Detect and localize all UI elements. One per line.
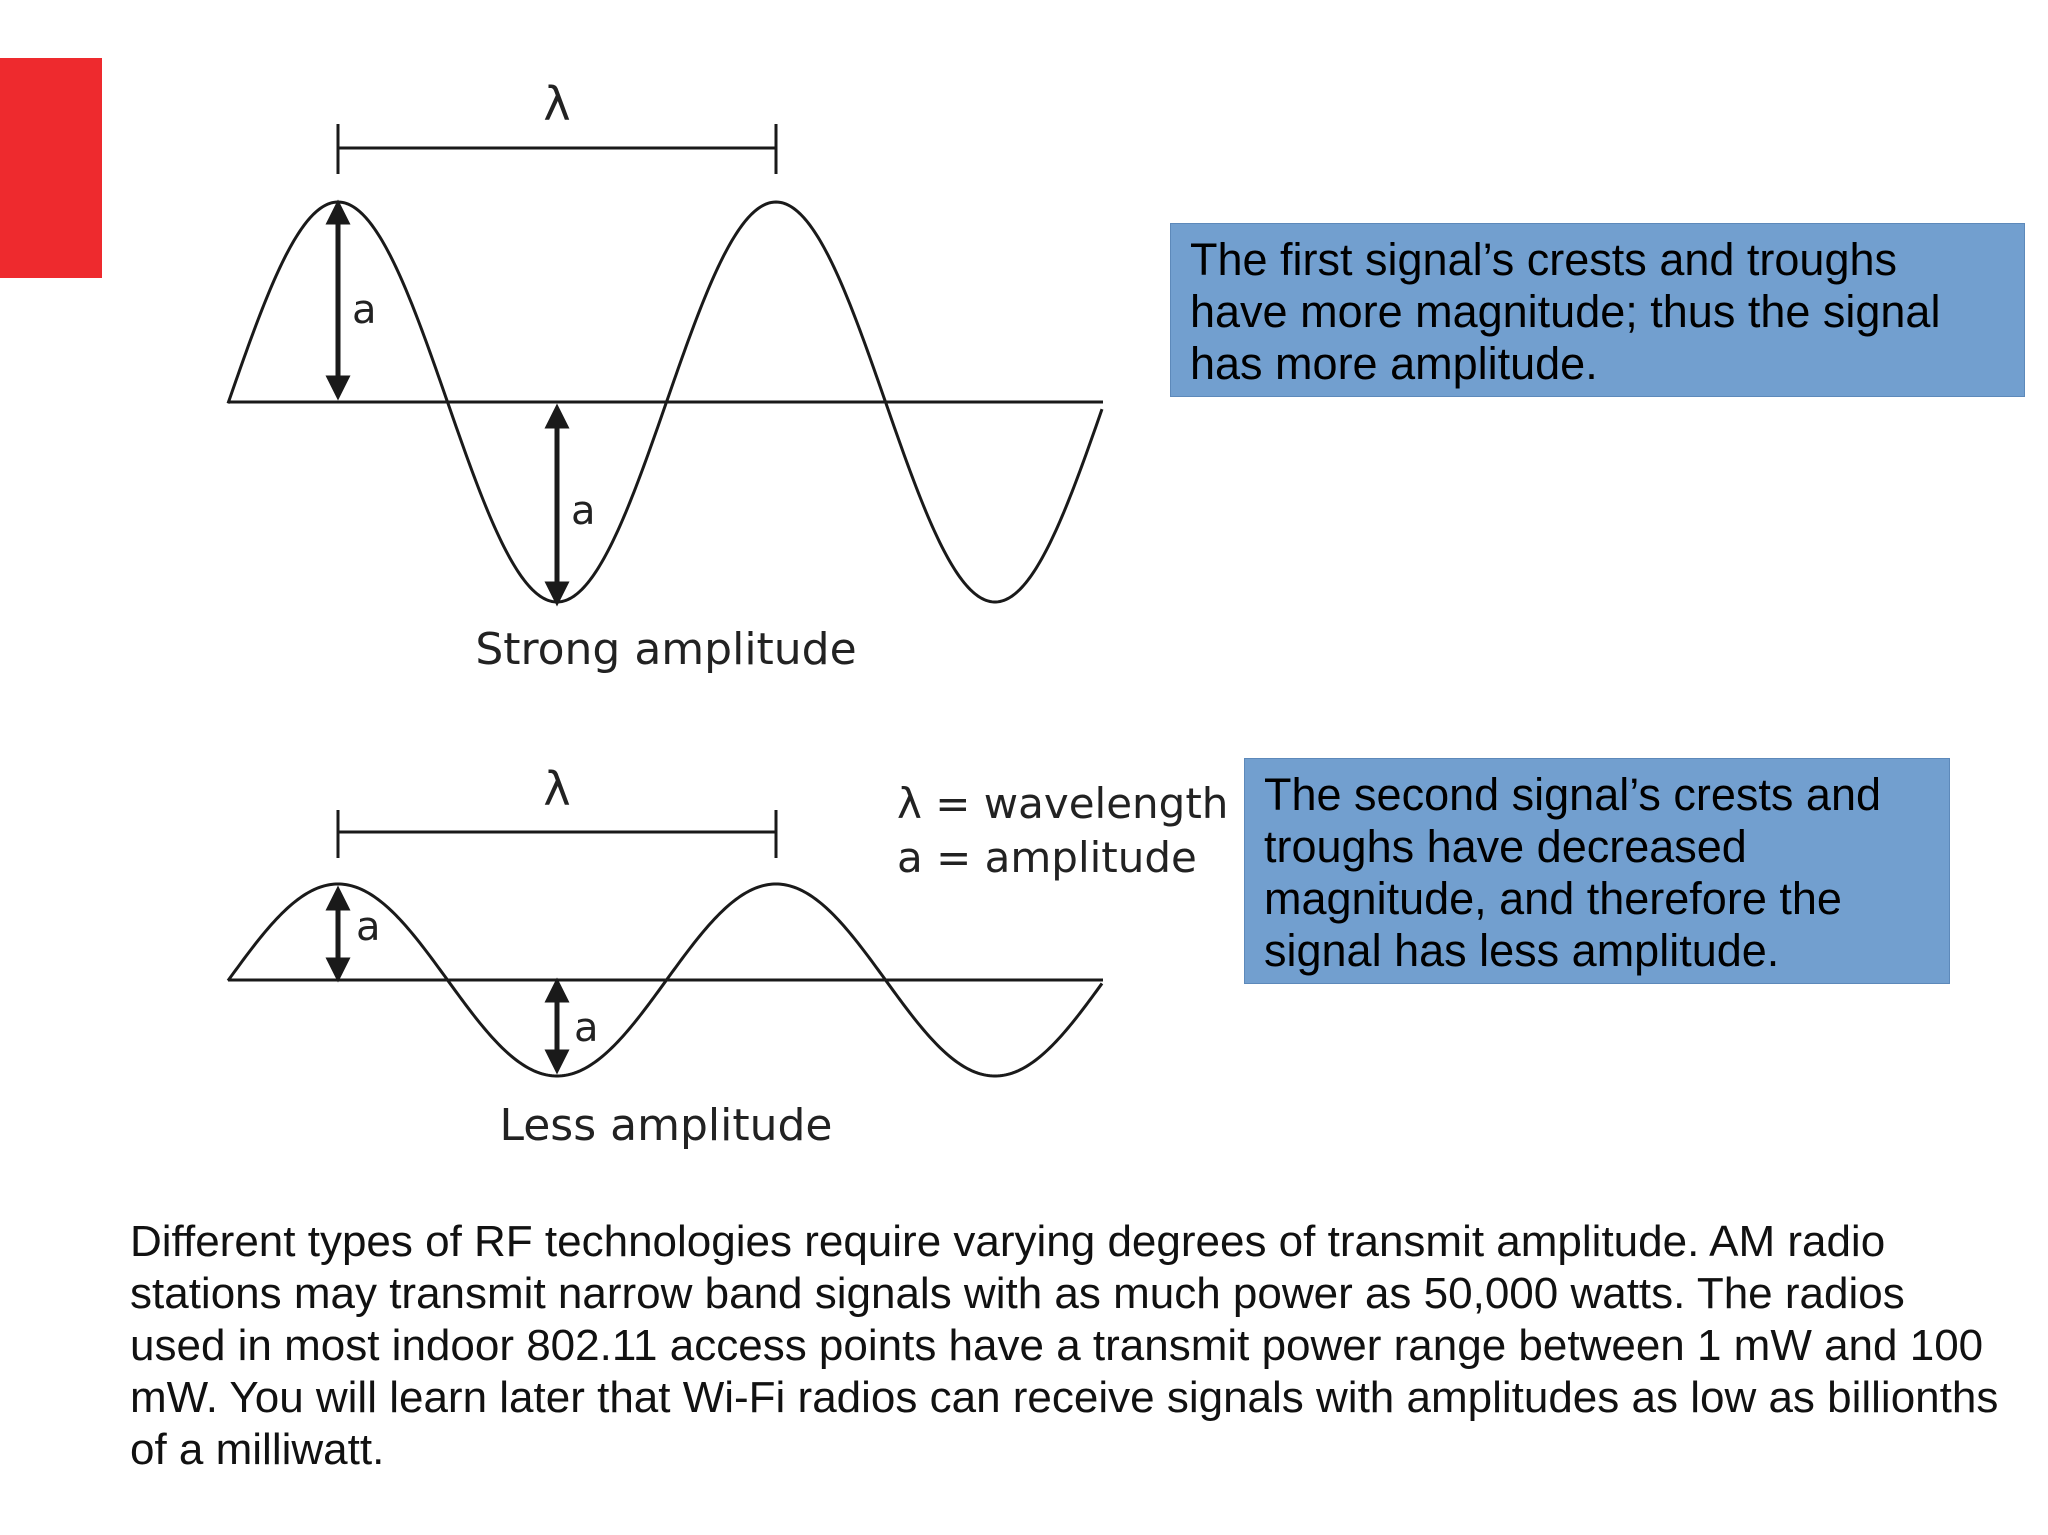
callout-first-signal-text: The first signal’s crests and troughs ha… (1190, 234, 1941, 389)
amplitude-label-crest-top: a (352, 287, 377, 333)
amplitude-label-trough-bottom: a (574, 1005, 599, 1051)
amplitude-label-trough-top: a (571, 488, 596, 534)
lambda-label-bottom: λ (543, 762, 570, 816)
callout-first-signal: The first signal’s crests and troughs ha… (1170, 223, 2025, 397)
less-amplitude-wave (226, 882, 1104, 1078)
diagram-legend: λ = wavelength a = amplitude (897, 779, 1228, 882)
lambda-label-top: λ (543, 77, 570, 131)
callout-second-signal: The second signal’s crests and troughs h… (1244, 758, 1950, 984)
legend-wavelength: λ = wavelength (897, 779, 1228, 828)
less-amplitude-wave-group: λ a a Less amplitude (226, 762, 1104, 1151)
less-amplitude-caption: Less amplitude (500, 1100, 833, 1151)
accent-bar (0, 58, 102, 278)
body-paragraph: Different types of RF technologies requi… (130, 1217, 1999, 1474)
legend-amplitude: a = amplitude (897, 833, 1197, 882)
strong-amplitude-wave-group: λ a a Strong amplitude (226, 77, 1104, 675)
strong-amplitude-wave (226, 200, 1104, 604)
strong-amplitude-caption: Strong amplitude (475, 624, 856, 675)
amplitude-label-crest-bottom: a (356, 904, 381, 950)
amplitude-diagram-svg: λ a a Strong amplitude λ a a Less (226, 77, 1228, 1151)
callout-second-signal-text: The second signal’s crests and troughs h… (1264, 769, 1882, 976)
amplitude-diagram: λ a a Strong amplitude λ a a Less (0, 0, 1228, 1180)
